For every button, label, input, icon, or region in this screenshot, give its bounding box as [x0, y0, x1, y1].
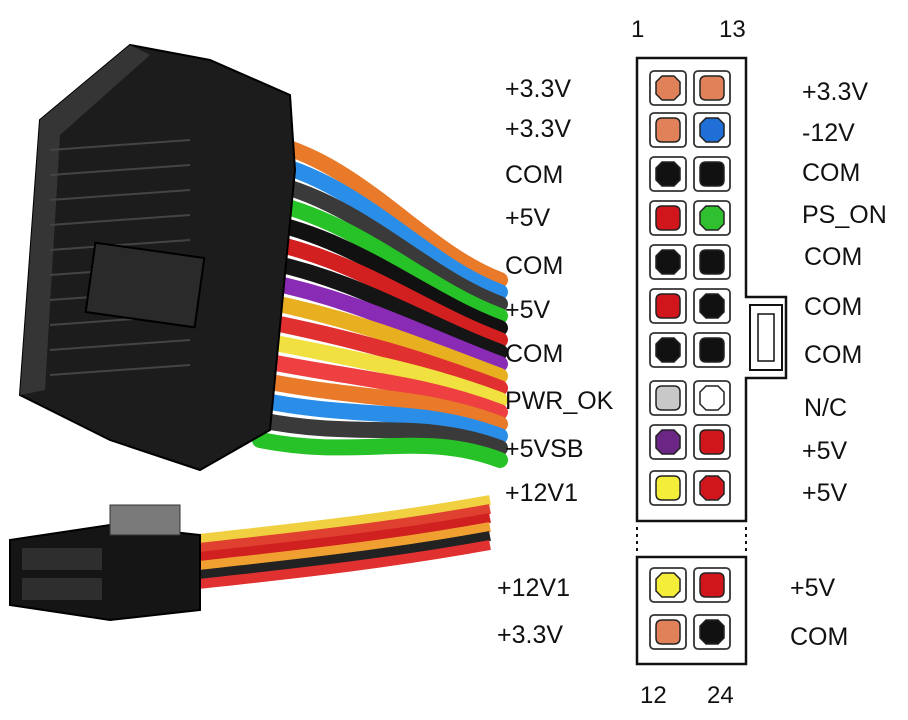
ext-pin-label-right-2: COM: [790, 623, 849, 651]
cable-wire: [252, 332, 508, 408]
cable-wire: [252, 152, 508, 300]
cable-wire: [252, 412, 508, 456]
pin-label-right-1: +3.3V: [802, 78, 869, 106]
cable-wire: [252, 352, 508, 420]
pin-label-left-7: COM: [505, 340, 564, 368]
pin-2: [649, 112, 687, 148]
pin-label-right-10: +5V: [802, 479, 848, 507]
pin-1: [649, 70, 687, 106]
cable-wire: [189, 522, 491, 572]
dashed-separators: [636, 527, 747, 552]
pin-label-left-4: +5V: [505, 204, 551, 232]
pin-13: [693, 70, 731, 106]
extension-plug-housing: [9, 523, 201, 622]
cable-wire: [252, 392, 508, 444]
pin-label-left-2: +3.3V: [505, 115, 572, 143]
cable-wire: [252, 272, 508, 372]
pin-label-left-6: +5V: [505, 296, 551, 324]
extension-plug-slot-top: [22, 548, 102, 570]
cable-wire: [252, 312, 508, 396]
pin-18: [693, 288, 731, 324]
pin-19: [693, 332, 731, 368]
pin-20: [693, 380, 731, 416]
plug-ridge: [49, 339, 191, 351]
pin-17: [693, 244, 731, 280]
pin-6: [649, 288, 687, 324]
column-number-24: 24: [707, 682, 734, 709]
pin-label-right-6: COM: [804, 293, 863, 321]
pin-label-left-9: +5VSB: [505, 435, 584, 463]
pin-label-right-4: PS_ON: [802, 201, 887, 229]
pin-24: [693, 614, 731, 650]
cable-wires: [189, 132, 508, 590]
pin-16: [693, 200, 731, 236]
cable-wire: [252, 192, 508, 324]
pin-4: [649, 200, 687, 236]
pin-3: [649, 156, 687, 192]
cable-wire: [252, 132, 508, 288]
pin-label-left-3: COM: [505, 161, 564, 189]
column-number-13: 13: [719, 16, 746, 43]
cable-wire: [252, 212, 508, 336]
cable-wire: [252, 252, 508, 360]
pin-14: [693, 112, 731, 148]
plug-ridge: [49, 189, 191, 201]
column-number-1: 1: [631, 16, 645, 43]
cable-wire: [252, 172, 508, 312]
ext-pin-label-left-1: +12V1: [497, 574, 570, 602]
ext-pin-label-right-1: +5V: [790, 574, 836, 602]
pin-23: [693, 567, 731, 603]
cable-wire: [252, 372, 508, 432]
pin-label-left-8: PWR_OK: [505, 387, 614, 415]
pin-15: [693, 156, 731, 192]
pin-label-right-2: -12V: [802, 119, 855, 147]
plug-ridge: [49, 139, 191, 151]
plug-latch: [84, 241, 206, 329]
pin-label-left-5: COM: [505, 252, 564, 280]
extension-plug-slot-bottom: [22, 578, 102, 600]
cable-wire: [189, 495, 491, 545]
pin-label-right-8: N/C: [804, 394, 848, 422]
pin-label-right-3: COM: [802, 159, 861, 187]
cable-wire: [252, 432, 508, 468]
pin-label-right-9: +5V: [802, 437, 848, 465]
pin-8: [649, 380, 687, 416]
plug-ridge: [49, 164, 191, 176]
pin-7: [649, 332, 687, 368]
pin-9: [649, 424, 687, 460]
pin-label-left-1: +3.3V: [505, 75, 572, 103]
pin-21: [693, 424, 731, 460]
plug-ridge: [49, 239, 191, 251]
ext-pin-label-left-2: +3.3V: [497, 621, 564, 649]
main-plug-face: [20, 45, 150, 395]
pin-11: [649, 567, 687, 603]
cable-wire: [189, 513, 491, 563]
pin-label-left-10: +12V1: [505, 479, 578, 507]
cable-wire: [189, 540, 491, 590]
plug-ridge: [49, 214, 191, 226]
plug-ridge: [49, 364, 191, 376]
pin-10: [649, 470, 687, 506]
column-number-12: 12: [640, 682, 667, 709]
pin-label-right-5: COM: [804, 243, 863, 271]
cable-wire: [189, 531, 491, 581]
pin-label-right-7: COM: [804, 341, 863, 369]
cable-wire: [252, 232, 508, 348]
connector-pins: [649, 70, 731, 650]
extension-plug-clip: [109, 504, 181, 536]
psu-cable-photo: [9, 43, 508, 622]
pin-12: [649, 614, 687, 650]
pin-5: [649, 244, 687, 280]
pin-22: [693, 470, 731, 506]
cable-wire: [189, 504, 491, 554]
cable-wire: [252, 292, 508, 384]
